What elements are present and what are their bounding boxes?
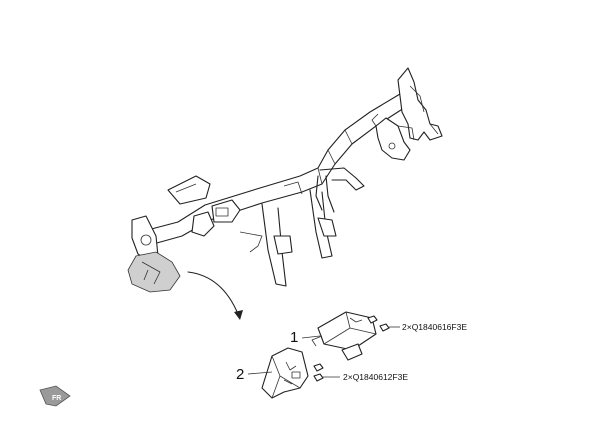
callout-1-part-label: 2×Q1840616F3E (402, 322, 467, 332)
part-1-control-module (301, 311, 377, 361)
part-2-bracket (247, 347, 309, 399)
bolt-icon (313, 363, 340, 382)
crossmember-beam (127, 67, 443, 293)
callout-2-number: 2 (236, 366, 244, 383)
bolt-icon (367, 315, 400, 332)
callout-1-number: 1 (290, 329, 298, 346)
front-direction-arrow-icon: FR (39, 385, 71, 407)
direction-badge-label: FR (52, 395, 61, 402)
callout-2-part-label: 2×Q1840612F3E (343, 372, 408, 382)
detail-pointer-arrow (187, 271, 243, 320)
